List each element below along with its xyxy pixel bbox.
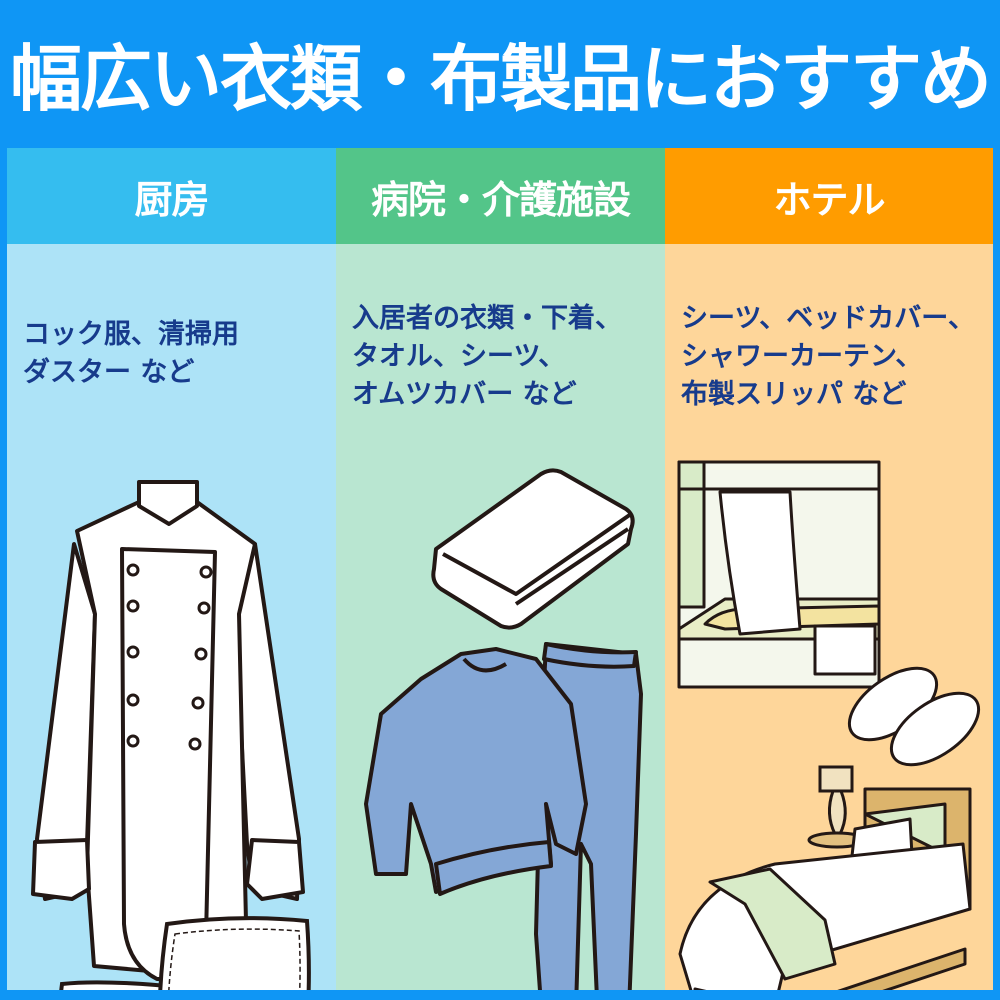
column-body-hotel: シーツ、ベッドカバー、 シャワーカーテン、 布製スリッパ など [665, 244, 993, 990]
hotel-illustration [677, 460, 981, 990]
category-columns: 厨房 コック服、清掃用 ダスター など [7, 148, 993, 990]
description-kitchen: コック服、清掃用 ダスター など [23, 319, 239, 388]
description-hospital: 入居者の衣類・下着、 タオル、シーツ、 オムツカバー など [352, 303, 622, 410]
page-title: 幅広い衣類・布製品におすすめ [9, 37, 992, 121]
column-kitchen: 厨房 コック服、清掃用 ダスター など [7, 148, 336, 990]
column-header-hotel: ホテル [665, 148, 993, 244]
column-hospital: 病院・介護施設 入居者の衣類・下着、 タオル、シーツ、 オムツカバー など [336, 148, 665, 990]
column-body-hospital: 入居者の衣類・下着、 タオル、シーツ、 オムツカバー など [336, 244, 665, 990]
column-header-hospital: 病院・介護施設 [336, 148, 665, 244]
description-hotel: シーツ、ベッドカバー、 シャワーカーテン、 布製スリッパ など [681, 303, 976, 410]
towel-and-sweatsuit-illustration [364, 468, 643, 990]
chef-coat-illustration [31, 480, 311, 990]
column-body-kitchen: コック服、清掃用 ダスター など [7, 244, 336, 990]
column-hotel: ホテル シーツ、ベッドカバー、 シャワーカーテン、 布製スリッパ など [665, 148, 993, 990]
column-header-kitchen: 厨房 [7, 148, 336, 244]
